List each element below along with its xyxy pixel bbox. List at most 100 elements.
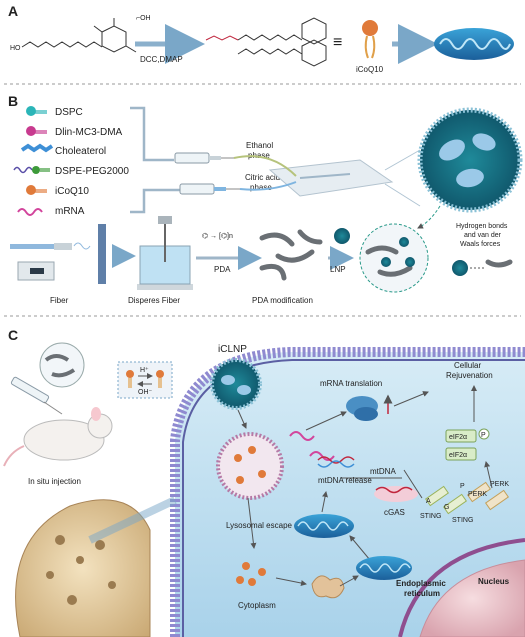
mrna-translation-label: mRNA translation: [320, 379, 382, 388]
cgas-label: cGAS: [384, 508, 405, 517]
fiber-setup: [10, 224, 106, 284]
panel-a-product-structure: [205, 17, 327, 67]
mouse: [3, 407, 113, 467]
pda-label: PDA: [214, 265, 231, 274]
citric-phase-label-1: Citric acid: [245, 173, 280, 182]
mrna-strands: [289, 431, 335, 461]
svg-text:Choleaterol: Choleaterol: [55, 146, 106, 157]
bond-diagram: [452, 259, 513, 276]
panel-a-reactant-structure: HO: [10, 18, 137, 53]
ho-label: HO: [10, 45, 21, 52]
ethanol-phase-label-2: phase: [248, 151, 270, 160]
panel-b-label: B: [8, 93, 18, 109]
mtdna-label: mtDNA: [370, 467, 396, 476]
cgas-to-sting-line: [403, 469, 423, 499]
perk-phospho-label: P: [460, 483, 465, 490]
zoom-circle: [359, 223, 429, 293]
svg-text:DSPC: DSPC: [55, 107, 83, 118]
h-plus-label: H⁺: [140, 367, 149, 374]
component-list: DSPC Dlin-MC3-DMA Choleaterol DSPE-PEG20…: [13, 106, 129, 217]
arrow-mito-to-release: [321, 491, 328, 513]
ethanol-phase-label-1: Ethanol: [246, 141, 273, 150]
step-pda-mod-label: PDA modification: [252, 296, 313, 305]
bracket-arrows: [130, 106, 194, 214]
eif2a-complex: [445, 428, 490, 461]
iclnp-label: iCLNP: [218, 344, 247, 355]
bonds-note-3: Waals forces: [460, 241, 501, 248]
cellular-label-2: Rejuvenation: [446, 371, 493, 380]
pda-fibers: [259, 229, 323, 281]
er-label-2: reticulum: [404, 589, 440, 598]
mitochondrion-icon-a: [434, 28, 514, 60]
arrow-endo-to-cyto: [247, 497, 257, 549]
icoq10-lipid-icon: [362, 20, 378, 59]
citric-phase-label-2: phase: [250, 183, 272, 192]
syringe-injection: [10, 376, 63, 415]
bonds-note-2: and van der: [464, 232, 502, 239]
svg-text:⌐OH: ⌐OH: [136, 15, 151, 22]
endosome: [216, 432, 284, 500]
component-dspc: DSPC: [26, 106, 83, 118]
disperse-beaker: [137, 216, 193, 290]
arrow-to-healthy-mito: [339, 575, 359, 587]
lnp-label: LNP: [330, 265, 346, 274]
oh-minus-label: OH⁻: [138, 389, 153, 396]
ribosome: [346, 396, 378, 421]
component-cholesterol: Choleaterol: [20, 143, 106, 157]
arrow-perk-to-eif: [484, 461, 493, 489]
eif2a-label-2: eIF2α: [449, 452, 467, 459]
phospho-label: P: [481, 432, 486, 439]
icoq10-cluster: [236, 562, 266, 586]
lnp-small: [334, 228, 350, 244]
svg-text:Dlin-MC3-DMA: Dlin-MC3-DMA: [55, 127, 123, 138]
cytoplasm-label: Cytoplasm: [238, 601, 276, 610]
pda-structure: ⌬ → [⌬]n: [202, 232, 233, 240]
mtdna-release-dna: [317, 456, 355, 468]
ph-switch-box: [117, 361, 173, 399]
iclnp-particle: [210, 358, 262, 410]
panel-c-label: C: [8, 327, 18, 343]
perk-label-2: PERK: [490, 481, 509, 488]
arrow-to-ribosome: [305, 411, 347, 431]
arrow-to-rejuvenation: [393, 391, 429, 407]
mitochondrion-damaged: [294, 514, 354, 538]
perk-label-1: PERK: [468, 491, 487, 498]
step-disperse-label: Disperes Fiber: [128, 296, 180, 305]
step-fiber-label: Fiber: [50, 296, 69, 305]
mitochondrion-healthy: [356, 556, 412, 580]
sting-label-1: STING: [420, 513, 441, 520]
lnp-large: [417, 107, 523, 213]
protein-aggregate: [311, 575, 345, 599]
panel-a-label: A: [8, 3, 18, 19]
lysosomal-label: Lysosomal escape: [226, 521, 293, 530]
component-dlin: Dlin-MC3-DMA: [26, 126, 123, 138]
microfluidic-chip: [233, 155, 394, 197]
arrow-entry: [237, 409, 247, 429]
mtdna-release-label: mtDNA release: [318, 476, 372, 485]
arrow-to-protein: [275, 577, 307, 586]
icoq10-label: iCoQ10: [356, 65, 384, 74]
nucleus-label: Nucleus: [478, 577, 510, 586]
component-dspe-peg: DSPE-PEG2000: [13, 166, 129, 177]
cgas-enzyme: [374, 486, 418, 502]
lnp-injection-zoom: [39, 342, 85, 388]
eif2a-label-1: eIF2α: [449, 434, 467, 441]
component-mrna: mRNA: [17, 206, 85, 217]
svg-text:iCoQ10: iCoQ10: [55, 186, 89, 197]
bone-tissue: [15, 496, 177, 637]
reaction-conditions: DCC,DMAP: [140, 55, 183, 64]
component-icoq10: iCoQ10: [26, 185, 89, 197]
reaction-arrow-a1: ⌐OH: [135, 15, 205, 64]
syringe-ethanol: [174, 152, 234, 164]
svg-text:mRNA: mRNA: [55, 206, 85, 217]
sting-label-2: STING: [452, 517, 473, 524]
cellular-label-1: Cellular: [454, 361, 481, 370]
dashed-zoom-arrow: [417, 205, 441, 229]
injection-label: In situ injection: [28, 477, 81, 486]
equivalence-sign: ≡: [333, 34, 342, 51]
a-label: A: [426, 498, 431, 505]
sting-perk-complex: [424, 481, 510, 515]
g-label: G: [444, 504, 449, 511]
arrow-er-to-mito: [349, 535, 371, 561]
